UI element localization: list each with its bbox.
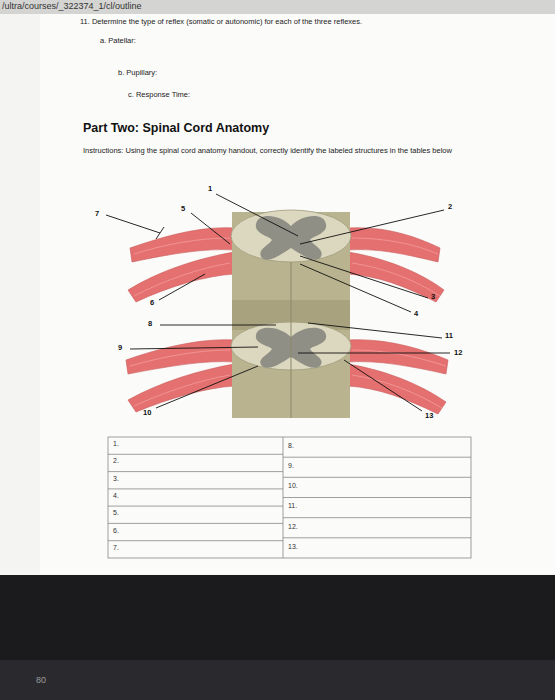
callout-number: 9 [118, 343, 122, 352]
table-cell: 3. [113, 475, 119, 483]
url-text: /ultra/courses/_322374_1/cl/outline [2, 1, 142, 12]
taskbar-text: 80 [36, 675, 46, 686]
callout-number: 5 [181, 204, 185, 213]
grey-matter [256, 216, 326, 260]
question-item: c. Response Time: [128, 90, 190, 99]
table-cell: 10. [288, 482, 298, 490]
callout-number: 6 [150, 298, 154, 307]
taskbar [0, 660, 555, 700]
callout-number: 3 [431, 292, 435, 301]
callout-number: 10 [143, 408, 151, 417]
callout-number: 4 [414, 309, 418, 318]
question-text: 11. Determine the type of reflex (somati… [80, 17, 362, 26]
table-cell: 7. [113, 544, 119, 552]
table-cell: 11. [288, 502, 297, 510]
table-cell: 8. [288, 442, 294, 450]
callout-number: 7 [95, 209, 99, 218]
screen-bezel [0, 575, 555, 700]
table-cell: 6. [113, 527, 119, 535]
instruction-text: Instructions: Using the spinal cord anat… [83, 146, 483, 155]
callout-number: 13 [425, 411, 433, 420]
page-sheet [40, 14, 555, 574]
table-cell: 1. [113, 440, 119, 448]
table-cell: 2. [113, 457, 119, 465]
question-item: b. Pupillary: [118, 68, 157, 77]
callout-number: 8 [148, 319, 152, 328]
callout-number: 12 [454, 348, 462, 357]
table-cell: 9. [288, 462, 294, 470]
table-cell: 4. [113, 492, 119, 500]
callout-number: 1 [208, 184, 212, 193]
section-heading: Part Two: Spinal Cord Anatomy [83, 121, 269, 136]
url-bar [0, 0, 555, 14]
question-item: a. Patellar: [100, 36, 136, 45]
table-cell: 12. [288, 523, 298, 531]
callout-number: 11 [445, 331, 453, 340]
callout-number: 2 [448, 202, 452, 211]
table-cell: 5. [113, 509, 119, 517]
answer-table [108, 437, 471, 558]
median-fissure [291, 262, 292, 418]
table-cell: 13. [288, 543, 298, 551]
leader-lines [106, 194, 450, 411]
